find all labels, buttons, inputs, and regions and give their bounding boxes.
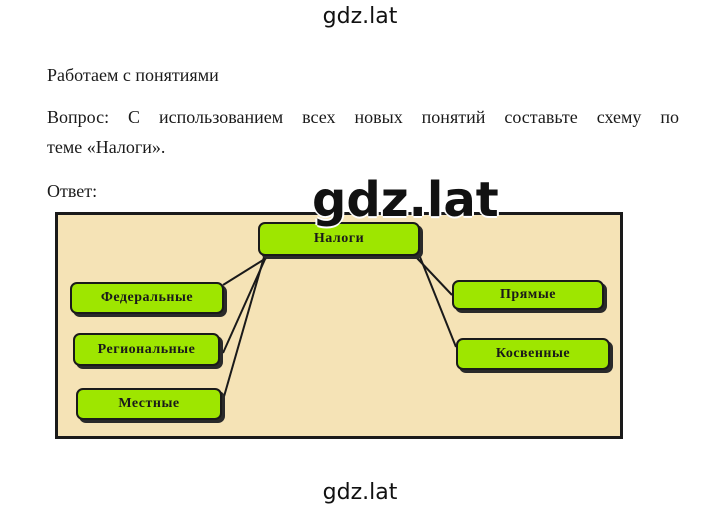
question-line-2: теме «Налоги».: [47, 137, 166, 157]
diagram-connectors: [220, 256, 457, 408]
connector-local: [220, 256, 265, 408]
node-local: Местные: [76, 388, 222, 420]
answer-label: Ответ:: [47, 181, 98, 201]
question-text: Вопрос: С использованием всех новых поня…: [47, 102, 679, 162]
node-taxes: Налоги: [258, 222, 420, 256]
watermark-top: gdz.lat: [322, 4, 398, 29]
node-indirect: Косвенные: [456, 338, 610, 370]
node-federal: Федеральные: [70, 282, 224, 314]
question-line-1: Вопрос: С использованием всех новых поня…: [47, 107, 679, 127]
connector-indirect: [419, 256, 457, 348]
taxes-diagram: Налоги Федеральные Региональные Местные …: [55, 212, 623, 439]
node-direct: Прямые: [452, 280, 604, 310]
watermark-middle: gdz.lat: [312, 172, 499, 228]
connector-federal: [222, 256, 269, 286]
section-title: Работаем с понятиями: [47, 65, 219, 85]
node-regional: Региональные: [73, 333, 220, 366]
watermark-bottom: gdz.lat: [322, 480, 398, 505]
